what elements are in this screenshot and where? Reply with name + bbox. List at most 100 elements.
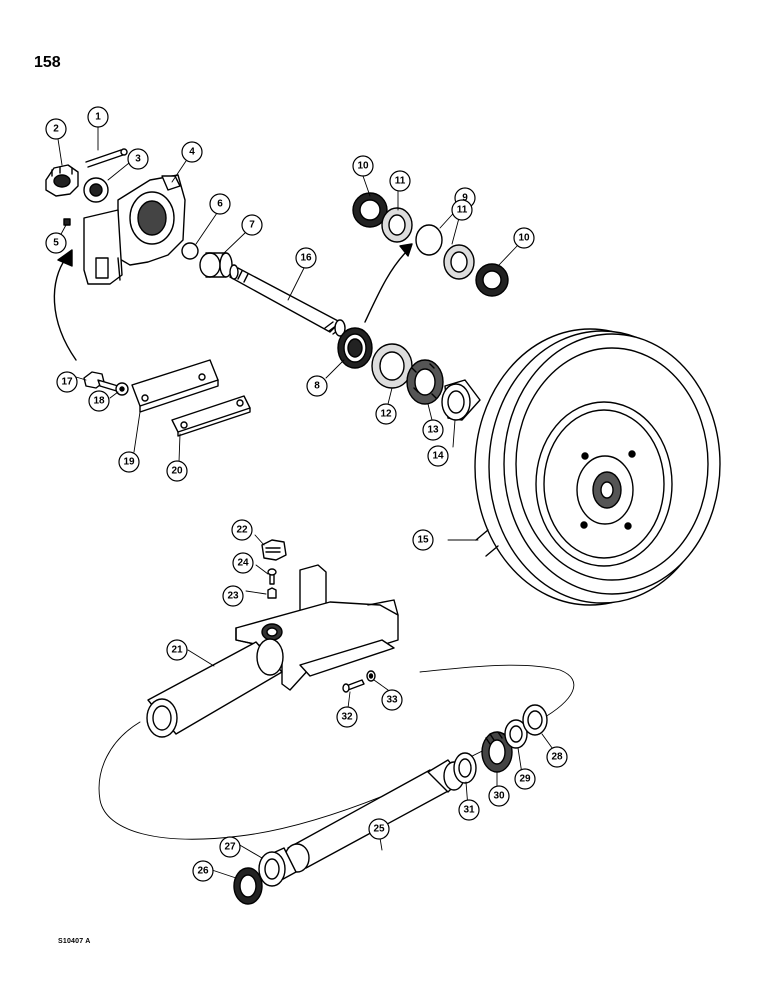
part-ring-31 (453, 752, 477, 784)
callout-29: 29 (514, 768, 536, 790)
svg-text:20: 20 (171, 466, 183, 477)
part-sleeve-27 (258, 847, 297, 887)
svg-text:4: 4 (189, 147, 195, 158)
svg-text:10: 10 (518, 233, 530, 244)
svg-text:19: 19 (123, 457, 135, 468)
callout-14: 14 (427, 445, 449, 467)
part-plate-19 (131, 359, 219, 413)
callout-30: 30 (488, 785, 510, 807)
callout-11a: 11 (389, 170, 411, 192)
part-cup-12 (371, 343, 413, 389)
callout-13: 13 (422, 419, 444, 441)
callout-5: 5 (45, 232, 67, 254)
part-frame-assembly (146, 564, 399, 738)
part-fitting-23 (267, 587, 277, 599)
svg-text:17: 17 (61, 377, 73, 388)
part-shaft (229, 264, 346, 337)
svg-text:9: 9 (462, 193, 468, 204)
svg-text:5: 5 (53, 238, 59, 249)
part-bolt-32 (342, 679, 365, 693)
svg-text:1: 1 (95, 112, 101, 123)
callout-2: 2 (45, 118, 67, 140)
assembly-arrow-upper (364, 249, 409, 323)
svg-text:21: 21 (171, 645, 183, 656)
svg-text:14: 14 (432, 451, 444, 462)
svg-text:22: 22 (236, 525, 248, 536)
assembly-arrow-upper-head (399, 243, 413, 257)
svg-text:29: 29 (519, 774, 531, 785)
svg-text:10: 10 (357, 161, 369, 172)
svg-text:27: 27 (224, 842, 236, 853)
callout-33: 33 (381, 689, 403, 711)
svg-text:28: 28 (551, 752, 563, 763)
callout-19: 19 (118, 451, 140, 473)
part-plug-24 (267, 568, 277, 585)
part-castle-nut (45, 164, 79, 197)
svg-text:7: 7 (249, 220, 255, 231)
callout-15: 15 (412, 529, 434, 551)
callout-12: 12 (375, 403, 397, 425)
svg-text:32: 32 (341, 712, 353, 723)
callout-28: 28 (546, 746, 568, 768)
part-cone-bearing (406, 359, 444, 405)
part-cup-11b (443, 244, 475, 280)
callout-32: 32 (336, 706, 358, 728)
svg-text:24: 24 (237, 558, 249, 569)
part-seal-10a (352, 192, 388, 228)
callout-16: 16 (295, 247, 317, 269)
svg-text:25: 25 (373, 824, 385, 835)
callout-26: 26 (192, 860, 214, 882)
svg-text:13: 13 (427, 425, 439, 436)
part-bearing-bracket (83, 174, 186, 285)
callout-11b: 11 (451, 199, 473, 221)
svg-text:2: 2 (53, 124, 59, 135)
svg-text:12: 12 (380, 409, 392, 420)
part-washer-3 (83, 177, 109, 203)
callout-22: 22 (231, 519, 253, 541)
svg-text:16: 16 (300, 253, 312, 264)
svg-text:26: 26 (197, 866, 209, 877)
part-plug-5 (63, 218, 71, 226)
part-o-ring-6 (181, 242, 199, 260)
part-seal-8 (337, 327, 373, 369)
callout-24: 24 (232, 552, 254, 574)
svg-text:30: 30 (493, 791, 505, 802)
part-seal-26 (233, 867, 263, 905)
callout-1: 1 (87, 106, 109, 128)
part-ring-9 (415, 224, 443, 256)
svg-text:23: 23 (227, 591, 239, 602)
callout-4: 4 (181, 141, 203, 163)
part-cotter-pin (85, 148, 128, 168)
callout-31: 31 (458, 799, 480, 821)
callout-7: 7 (241, 214, 263, 236)
part-ring-29 (504, 719, 528, 749)
callout-3: 3 (127, 148, 149, 170)
part-idler-wheel (474, 328, 721, 606)
svg-text:31: 31 (463, 805, 475, 816)
svg-text:11: 11 (457, 205, 468, 216)
part-bolt-17 (83, 371, 121, 393)
part-nut-33 (366, 670, 376, 682)
svg-text:18: 18 (93, 396, 105, 407)
callout-20: 20 (166, 460, 188, 482)
callout-27: 27 (219, 836, 241, 858)
callout-10b: 10 (513, 227, 535, 249)
callout-21: 21 (166, 639, 188, 661)
part-washer-18 (115, 382, 129, 396)
part-needle-bearing (481, 731, 513, 773)
part-ring-28 (522, 704, 548, 736)
svg-text:33: 33 (386, 695, 398, 706)
part-plate-20 (171, 395, 251, 437)
svg-text:11: 11 (395, 176, 406, 187)
part-cup-11a (381, 207, 413, 243)
svg-text:6: 6 (217, 199, 223, 210)
svg-text:3: 3 (135, 154, 141, 165)
part-bushing-7 (199, 252, 233, 278)
part-fitting-22 (261, 539, 287, 561)
callout-6: 6 (209, 193, 231, 215)
callout-10a: 10 (352, 155, 374, 177)
part-sleeve-14 (441, 379, 481, 421)
callout-18: 18 (88, 390, 110, 412)
assembly-arrow-lower-head (57, 249, 73, 267)
